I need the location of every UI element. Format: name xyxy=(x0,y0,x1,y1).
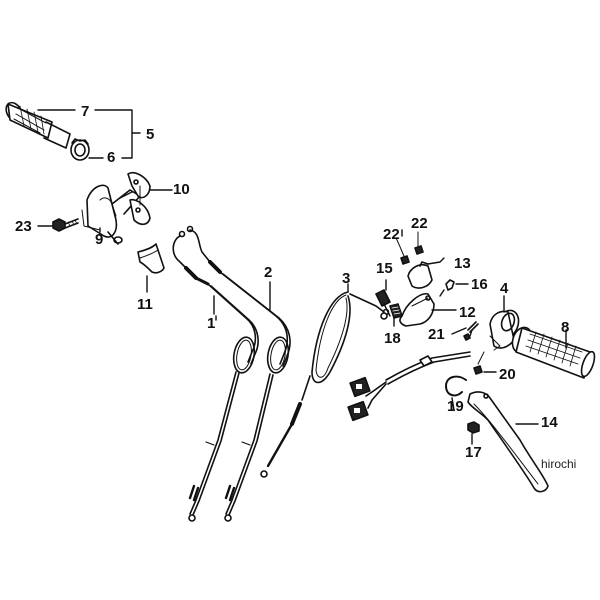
left-grip-part-7 xyxy=(5,101,71,149)
callout-20: 20 xyxy=(499,366,516,383)
bolt-part-20 xyxy=(473,351,497,375)
callout-14: 14 xyxy=(541,414,558,431)
callout-23: 23 xyxy=(15,218,32,235)
callout-15: 15 xyxy=(376,260,393,277)
leader-line-10 xyxy=(119,191,133,199)
cover-part-11 xyxy=(137,243,165,293)
leader-line-21 xyxy=(469,329,473,337)
switch-cover-part-13 xyxy=(407,257,445,289)
callout-6: 6 xyxy=(107,149,116,166)
callout-1: 1 xyxy=(207,315,216,332)
callout-8: 8 xyxy=(561,319,570,336)
bolt-part-15 xyxy=(375,279,391,320)
callout-16: 16 xyxy=(471,276,488,293)
callout-2: 2 xyxy=(264,264,273,281)
watermark-text: hirochi xyxy=(541,457,577,471)
nut-part-17 xyxy=(467,421,480,445)
right-grip-part-8 xyxy=(511,326,596,379)
throttle-housing-part-9 xyxy=(81,184,141,245)
switch-harness xyxy=(347,351,471,422)
callout-12: 12 xyxy=(459,304,476,321)
callout-11: 11 xyxy=(137,296,153,313)
clip-part-19 xyxy=(445,375,467,411)
callout-22b: 22 xyxy=(411,215,428,232)
callout-17: 17 xyxy=(465,444,482,461)
screw-part-21 xyxy=(451,321,479,341)
callout-bracket-5 xyxy=(37,109,141,159)
screw-part-22b xyxy=(414,231,424,255)
callout-19: 19 xyxy=(447,398,464,415)
callout-5: 5 xyxy=(146,126,155,143)
throttle-sleeve-part-4 xyxy=(489,295,520,351)
clutch-cable-part-3 xyxy=(260,283,390,478)
callout-21: 21 xyxy=(428,326,445,343)
callout-10: 10 xyxy=(173,181,190,198)
callout-7: 7 xyxy=(81,103,90,120)
callout-18: 18 xyxy=(384,330,401,347)
throttle-pipe-part-6 xyxy=(70,138,90,161)
callout-13: 13 xyxy=(454,255,471,272)
screw-part-22a xyxy=(395,237,410,265)
callout-22a: 22 xyxy=(383,226,400,243)
lever-part-14 xyxy=(467,391,549,493)
throttle-housing-part-10 xyxy=(127,171,151,226)
throttle-cable-part-2 xyxy=(186,225,291,522)
callout-4: 4 xyxy=(500,280,509,297)
callout-9: 9 xyxy=(95,231,104,248)
callout-3: 3 xyxy=(342,270,351,287)
switch-body-part-12 xyxy=(399,293,457,327)
bolt-part-23 xyxy=(37,218,79,232)
throttle-cable-part-1 xyxy=(172,230,259,522)
screw-part-16 xyxy=(439,279,469,297)
